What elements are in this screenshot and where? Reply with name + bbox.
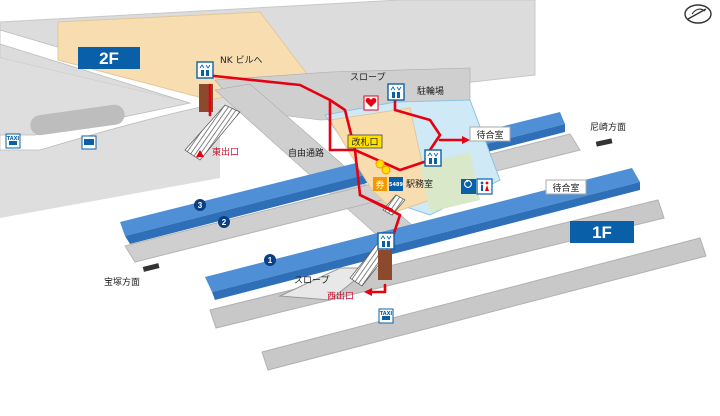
- floor-badge-2f: [78, 47, 140, 69]
- west-exit-label: 西出口: [327, 290, 354, 302]
- taxi-icon: TAXI: [378, 308, 394, 324]
- reservation-id-icon: 5489: [389, 177, 403, 191]
- stairs-east: [184, 104, 241, 161]
- amagasaki-label: 尼崎方面: [590, 121, 626, 133]
- elevator-icon: [377, 232, 395, 250]
- road: [0, 29, 211, 151]
- platform-number-2-badge: [218, 216, 230, 228]
- waiting-room-badge-2: [545, 179, 587, 195]
- free-passage-label: 自由通路: [288, 147, 324, 159]
- slope-lower-label: スロープ: [294, 275, 329, 286]
- station-room-green: [420, 152, 480, 212]
- ticket-gate-label: 改札口: [351, 136, 378, 148]
- platform-number-3-badge: [194, 199, 206, 211]
- platform-number-3: 3: [198, 201, 203, 210]
- floor-1f-text: 1F: [592, 223, 612, 242]
- arrow-east-exit: [196, 150, 204, 157]
- marker-takarazuka: [142, 263, 160, 272]
- waiting-room-label-2: 待合室: [552, 182, 579, 194]
- arrow-west-exit: [364, 288, 372, 296]
- platform-number-1-badge: [264, 254, 276, 266]
- waiting-room-badge-1: [469, 126, 511, 142]
- ticket-gate-badge: [347, 134, 383, 149]
- ticket-machine-icon: 券: [373, 177, 387, 191]
- platform-1-edge: [212, 182, 640, 300]
- elevator-icon: [387, 83, 405, 101]
- takarazuka-label: 宝塚方面: [104, 276, 140, 288]
- slope-upper-label: スロープ: [350, 72, 385, 83]
- elevator-icon: [424, 149, 442, 167]
- arrow-to-amagasaki: [462, 136, 470, 144]
- elevator-icon: [196, 61, 214, 79]
- marker-amagasaki: [595, 138, 613, 147]
- platform-number-2: 2: [222, 218, 227, 227]
- svg-text:TAXI: TAXI: [380, 311, 393, 317]
- svg-text:券: 券: [375, 179, 384, 191]
- svg-text:TAXI: TAXI: [7, 136, 20, 142]
- svg-text:5489: 5489: [389, 182, 403, 188]
- island: [30, 104, 125, 136]
- elevator-shaft-west: [378, 250, 392, 280]
- platform-lower-2: [261, 237, 707, 371]
- toilet-icon: [476, 178, 493, 195]
- waiting-room-label-1: 待合室: [476, 129, 503, 141]
- wheelchair-icon: [461, 179, 476, 194]
- aed-heart-icon: [363, 95, 379, 111]
- railway-logo: [684, 4, 712, 24]
- platform-1-track: [205, 168, 640, 292]
- waiting-room-service-icon: [375, 159, 391, 175]
- left-ground: [0, 58, 220, 218]
- platform-number-1: 1: [268, 256, 273, 265]
- bicycle-parking-label: 駐輪場: [417, 85, 444, 97]
- east-exit-label: 東出口: [212, 146, 239, 158]
- nk-building-label: NK ビルへ: [220, 55, 263, 66]
- floor-badge-1f: [570, 221, 634, 243]
- bus-icon: [81, 135, 97, 150]
- taxi-icon: TAXI: [5, 133, 21, 149]
- floor-2f-text: 2F: [99, 49, 119, 68]
- station-office-label: 駅務室: [406, 178, 433, 190]
